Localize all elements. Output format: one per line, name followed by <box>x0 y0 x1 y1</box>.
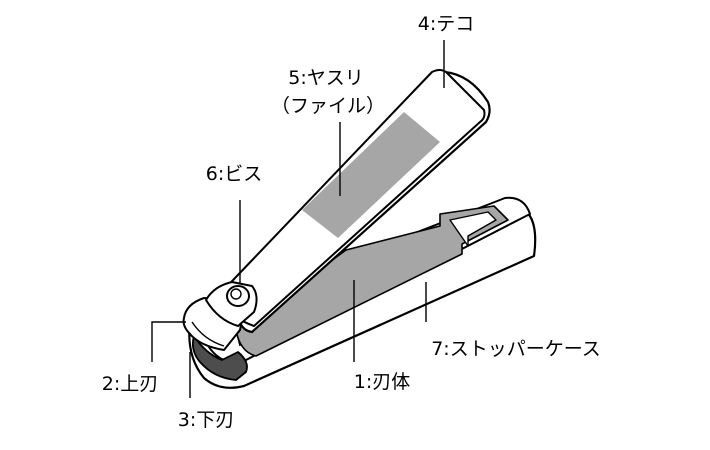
file-surface <box>302 112 440 238</box>
label-file-line1: 5:ヤスリ <box>288 67 364 89</box>
leader-upper-blade <box>151 321 186 362</box>
lever <box>205 69 491 334</box>
label-file-line2: （ファイル） <box>271 95 385 117</box>
lower-blade <box>191 335 248 381</box>
label-screw: 6:ビス <box>206 163 263 185</box>
label-upper-blade: 2:上刃 <box>102 373 159 395</box>
label-blade-body: 1:刃体 <box>354 371 411 393</box>
leader-lines <box>151 40 445 398</box>
label-stopper-case: 7:ストッパーケース <box>431 338 601 360</box>
blade-body <box>188 196 537 389</box>
label-lower-blade: 3:下刃 <box>178 409 235 431</box>
label-lever: 4:テコ <box>418 13 475 35</box>
screw <box>226 285 250 307</box>
